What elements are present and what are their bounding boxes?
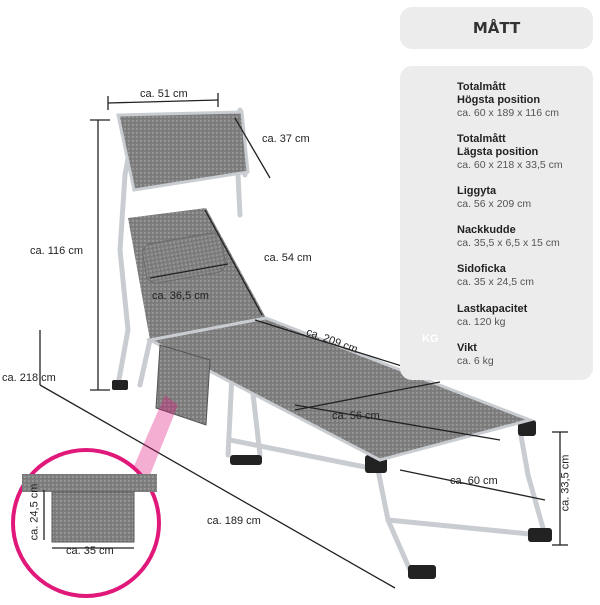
side-pocket [155,344,211,426]
dim-height-max: ca. 116 cm [30,245,83,257]
zoom-pocket [51,491,135,543]
spec-value: ca. 56 x 209 cm [457,198,532,210]
spec-lying-area: Liggyta ca. 56 x 209 cm [457,185,531,211]
kg-icon-label: KG [422,333,439,345]
spec-total-low: Totalmått Lägsta position ca. 60 x 218 x… [457,133,563,172]
dim-height-min: ca. 33,5 cm [559,454,572,512]
dim-shade-width: ca. 51 cm [140,88,188,100]
spec-neck-pillow: Nackkudde ca. 35,5 x 6,5 x 15 cm [457,224,560,250]
neck-pillow [142,232,226,284]
spec-name: Liggyta [457,185,497,197]
dim-shade-depth: ca. 37 cm [262,133,310,145]
dimension-lines [39,93,568,589]
lying-surface [145,316,535,462]
dim-lying-width: ca. 56 cm [332,410,380,422]
spec-name: Totalmått Högsta position [457,81,541,106]
dim-backrest: ca. 54 cm [264,252,312,264]
spec-value: ca. 35 x 24,5 cm [457,276,535,288]
spec-value: ca. 120 kg [457,316,506,328]
spec-name: Lastkapacitet [457,303,528,315]
dim-total-width: ca. 60 cm [450,475,498,487]
spec-name: Totalmått Lägsta position [457,133,539,158]
spec-total-high: Totalmått Högsta position ca. 60 x 189 x… [457,81,559,120]
panel-title: MÅTT [400,7,593,49]
dim-length-upright: ca. 189 cm [207,515,261,527]
spec-name: Sidoficka [457,263,506,275]
spec-value: ca. 60 x 189 x 116 cm [457,107,559,119]
spec-side-pocket: Sidoficka ca. 35 x 24,5 cm [457,263,534,289]
spec-value: ca. 60 x 218 x 33,5 cm [457,159,563,171]
spec-value: ca. 35,5 x 6,5 x 15 cm [457,237,560,249]
spec-weight: Vikt ca. 6 kg [457,342,494,368]
zoom-dimension-lines [43,490,134,549]
spec-load-capacity: Lastkapacitet ca. 120 kg [457,303,527,329]
spec-value: ca. 6 kg [457,355,494,367]
dim-pillow: ca. 36,5 cm [152,290,209,302]
sunshade [116,110,250,192]
spec-name: Vikt [457,342,477,354]
dim-length-flat: ca. 218 cm [2,372,56,384]
spec-panel: Totalmått Högsta position ca. 60 x 189 x… [400,66,593,380]
zoom-seat [22,474,157,492]
lounger-feet [112,380,552,579]
spec-name: Nackkudde [457,224,516,236]
dim-pocket-height: ca. 24,5 cm [28,483,41,541]
dim-pocket-width: ca. 35 cm [66,545,114,557]
